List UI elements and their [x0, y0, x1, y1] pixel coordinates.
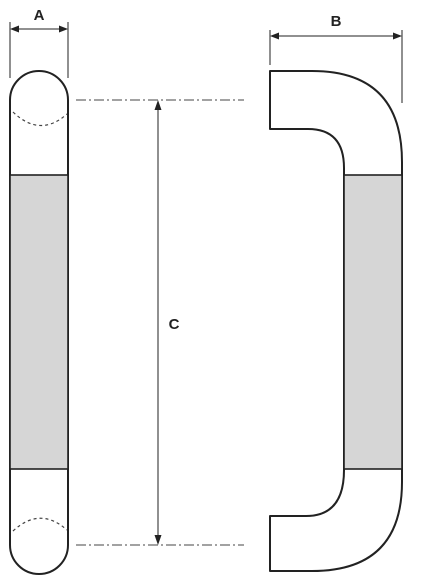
dimension-c-label: C	[169, 316, 180, 333]
side-view-grip	[343, 174, 403, 470]
dimension-a-arrow-right	[59, 25, 68, 33]
front-top-hidden-edge	[12, 111, 68, 127]
dimension-b-label: B	[331, 13, 342, 30]
side-view-outline	[269, 70, 403, 572]
dimension-a-label: A	[34, 7, 45, 24]
dimension-c-arrow-bottom	[154, 535, 162, 545]
front-bottom-hidden-edge	[12, 517, 68, 532]
dimension-b-arrow-right	[393, 32, 402, 40]
dimension-a-arrow-left	[10, 25, 19, 33]
dimension-c-arrow-top	[154, 100, 162, 110]
front-view-outline	[9, 70, 69, 575]
dimension-a: A	[9, 7, 69, 78]
front-view-grip	[9, 174, 69, 470]
dimension-b-arrow-left	[270, 32, 279, 40]
side-view	[269, 70, 403, 572]
dimension-c: C	[76, 99, 244, 546]
front-view	[9, 70, 69, 575]
dimension-b: B	[269, 13, 403, 103]
